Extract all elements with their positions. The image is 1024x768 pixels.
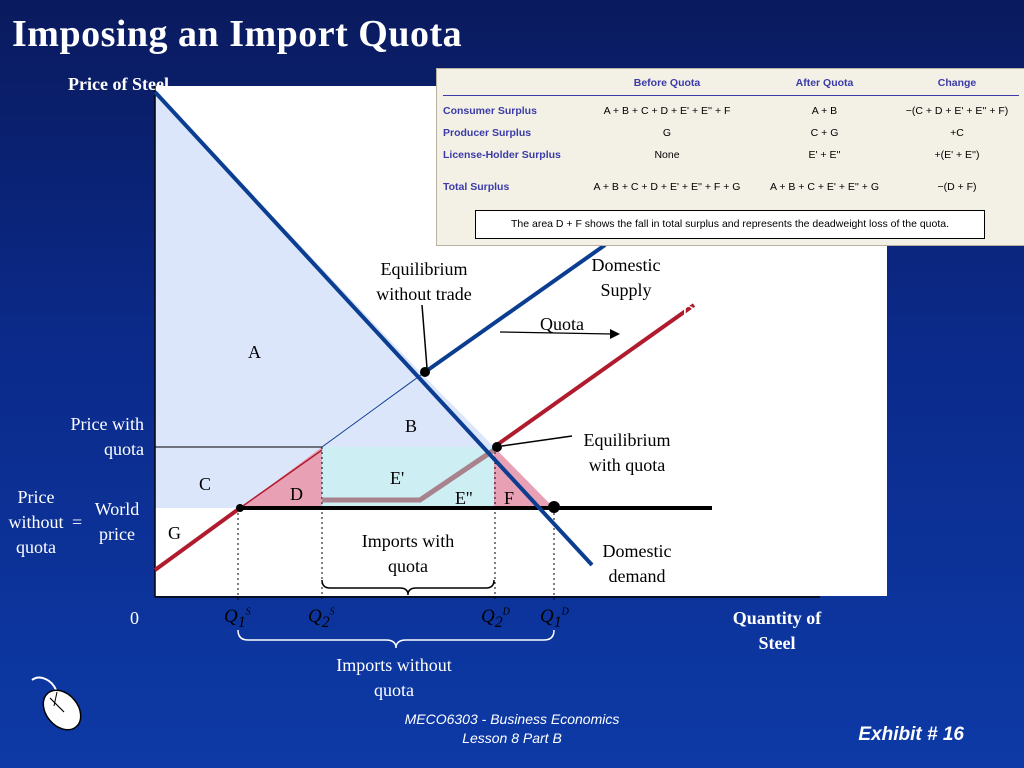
cell-producer-after: C + G: [810, 127, 839, 139]
cell-license-change: +(E' + E''): [934, 149, 980, 161]
row-label-consumer: Consumer Surplus: [443, 105, 537, 117]
mouse-icon[interactable]: [22, 672, 88, 732]
equilibrium-quota-label: Equilibrium with quota: [583, 430, 671, 475]
quota-label: Quota: [540, 314, 584, 334]
cell-consumer-after: A + B: [811, 105, 838, 117]
footer-course: MECO6303 - Business Economics: [404, 711, 620, 727]
deadweight-note: The area D + F shows the fall in total s…: [475, 210, 985, 239]
domestic-demand-line: [153, 90, 594, 567]
q1d-label: Q1D: [540, 606, 569, 631]
quota-arrow: [499, 331, 613, 335]
surplus-table: Before Quota After Quota Change Consumer…: [436, 68, 1024, 246]
origin-label: 0: [130, 608, 139, 628]
area-f-fill: [494, 447, 554, 508]
equilibrium-quota-pointer: [501, 435, 573, 447]
imports-with-quota-label: Imports with quota: [361, 531, 455, 576]
domestic-supply-lower: [153, 506, 242, 572]
y-axis-label: Price of Steel: [68, 74, 169, 94]
world-price-left-label: World price: [94, 499, 140, 544]
q2s-label: Q2S: [308, 606, 335, 631]
domestic-supply-label: Domestic Supply: [591, 255, 661, 300]
cell-consumer-change: −(C + D + E' + E'' + F): [905, 105, 1009, 117]
area-d-label: D: [290, 484, 303, 504]
q1s-label: Q1S: [224, 606, 251, 631]
cell-total-change: −(D + F): [937, 181, 977, 193]
table-header-change: Change: [937, 77, 977, 89]
supply-import-label-top: Domestic supply: [682, 302, 804, 322]
cell-consumer-before: A + B + C + D + E' + E'' + F: [603, 105, 731, 117]
equilibrium-no-trade-label: Equilibrium without trade: [376, 259, 472, 304]
area-a-label: A: [248, 342, 261, 362]
cell-producer-before: G: [662, 127, 672, 139]
point-equilibrium-quota: [492, 442, 502, 452]
price-equals-sign: =: [72, 512, 83, 532]
slide-title: Imposing an Import Quota: [12, 13, 463, 55]
quota-arrow-head: [610, 329, 620, 339]
supply-import-label-bottom: Import supply: [689, 379, 791, 399]
table-rule-top: [443, 95, 1019, 96]
area-c-fill: [155, 447, 322, 508]
area-e1-label: E': [390, 468, 405, 488]
domestic-supply-upper: [423, 243, 607, 374]
area-c-label: C: [199, 474, 212, 494]
equilibrium-no-trade-pointer: [421, 304, 428, 369]
price-without-quota-label: Price without quota: [8, 487, 64, 557]
domestic-supply-mid: [239, 449, 323, 509]
imports-with-quota-bracket: [321, 579, 495, 596]
price-with-quota-label: Price with quota: [70, 414, 145, 459]
footer-lesson: Lesson 8 Part B: [462, 730, 562, 746]
world-price-right-label: World price: [722, 501, 768, 546]
area-e2-label: E'': [455, 488, 473, 508]
area-a-fill: [155, 92, 420, 447]
imports-without-quota-label: Imports without quota: [336, 655, 452, 700]
area-f-label: F: [504, 488, 515, 508]
table-header-before: Before Quota: [633, 77, 701, 89]
point-q1s-world: [236, 504, 244, 512]
cell-total-after: A + B + C + E' + E'' + G: [769, 181, 880, 193]
row-label-license: License-Holder Surplus: [443, 149, 561, 161]
q2d-label: Q2D: [481, 606, 510, 631]
domestic-demand-label: Domestic demand: [602, 541, 672, 586]
cell-license-after: E' + E'': [808, 149, 841, 161]
cell-license-before: None: [654, 149, 680, 161]
area-b-label: B: [405, 416, 418, 436]
cell-total-before: A + B + C + D + E' + E'' + F + G: [593, 181, 741, 193]
supply-plus-import-line: [492, 303, 696, 449]
cell-producer-change: +C: [950, 127, 964, 139]
point-q1d-world: [548, 501, 560, 513]
table-header-after: After Quota: [795, 77, 854, 89]
imports-without-quota-bracket: [237, 629, 555, 649]
area-b-fill: [322, 372, 494, 447]
supply-with-quota-segment: [322, 447, 496, 503]
point-equilibrium-no-trade: [420, 367, 430, 377]
area-ab-divider: [321, 371, 426, 448]
supply-import-label-plus: +: [734, 353, 746, 373]
row-label-total: Total Surplus: [443, 181, 510, 193]
exhibit-label: Exhibit # 16: [858, 724, 964, 745]
area-g-label: G: [168, 523, 181, 543]
area-e-fill: [322, 447, 494, 508]
row-label-producer: Producer Surplus: [443, 127, 532, 139]
x-axis-label: Quantity of Steel: [732, 608, 822, 653]
